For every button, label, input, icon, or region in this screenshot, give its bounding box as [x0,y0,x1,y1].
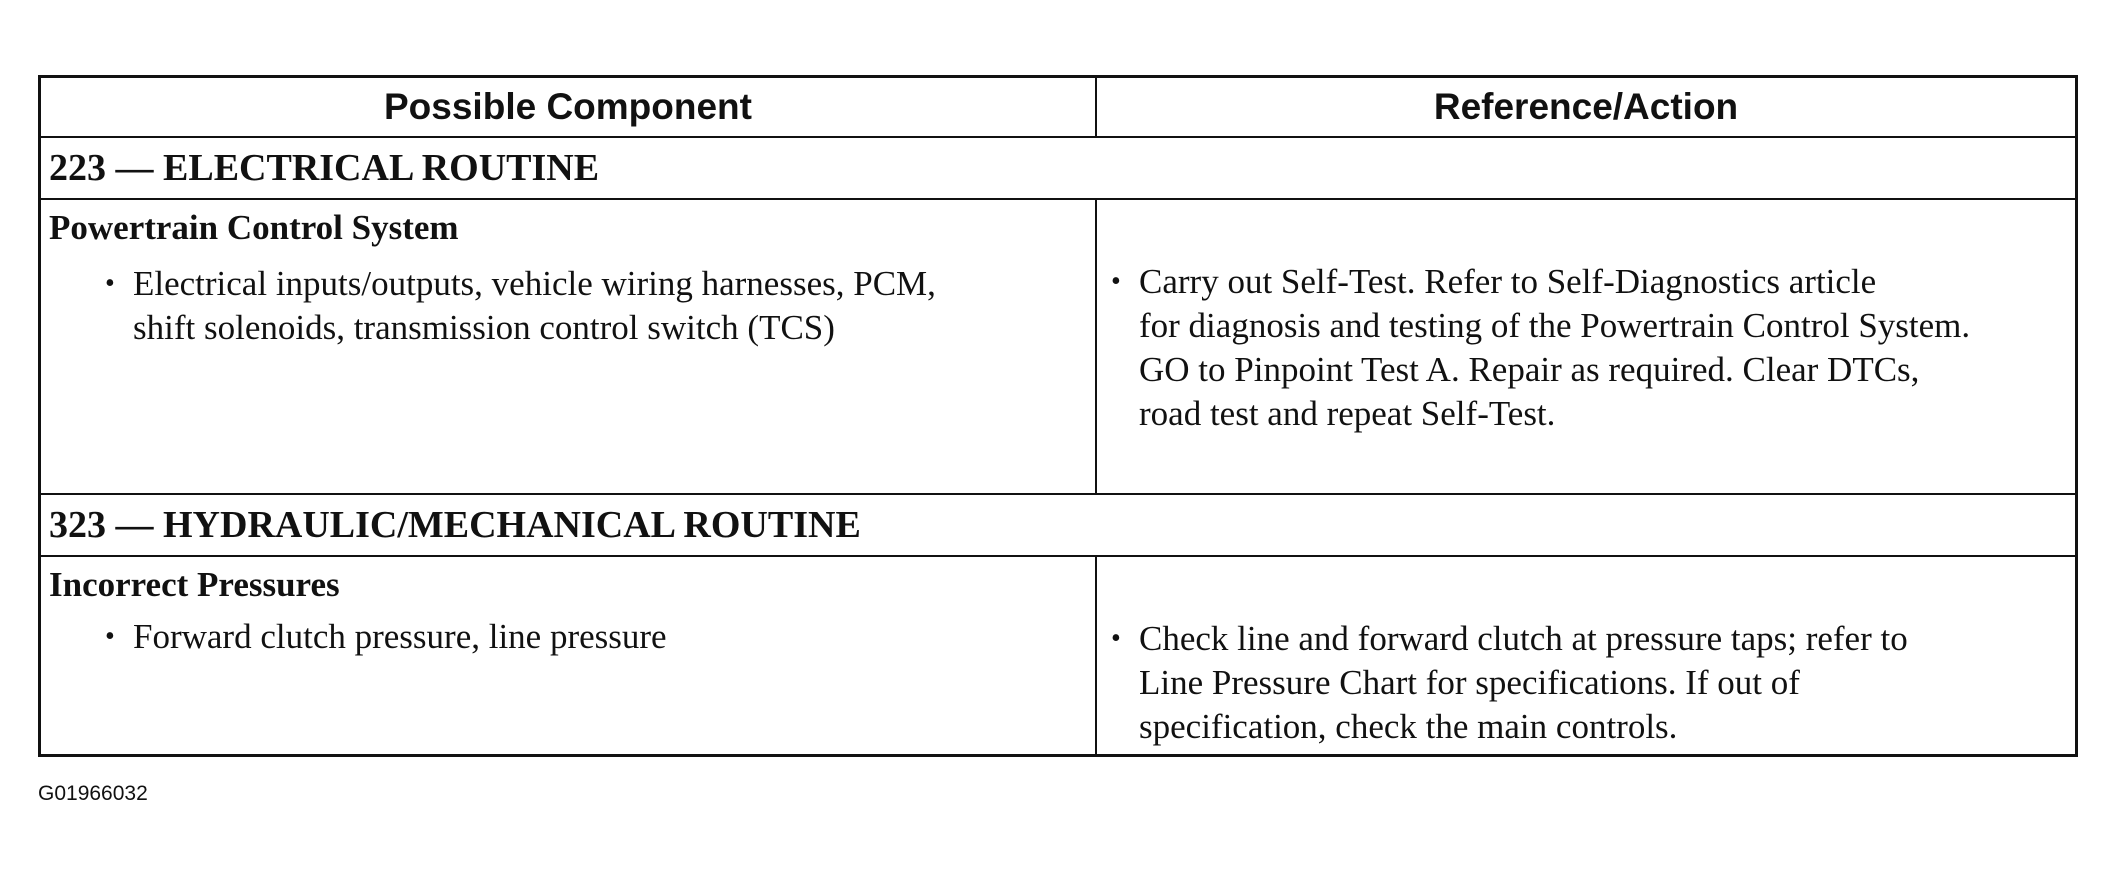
component-text: Forward clutch pressure, line pressure [105,615,1095,659]
table-header-row: Possible Component Reference/Action [41,78,2075,136]
header-possible-component: Possible Component [41,78,1097,136]
action-line: Line Pressure Chart for specifications. … [1139,663,1800,702]
action-cell: • Check line and forward clutch at press… [1097,557,2075,754]
component-item: • Forward clutch pressure, line pressure [105,615,1095,659]
action-cell: • Carry out Self-Test. Refer to Self-Dia… [1097,200,2075,493]
group-title: Incorrect Pressures [49,565,340,604]
component-item: • Electrical inputs/outputs, vehicle wir… [105,262,1095,350]
header-reference-action: Reference/Action [1433,86,1739,127]
action-line: specification, check the main controls. [1139,707,1678,746]
section-title-hydraulic: 323 — HYDRAULIC/MECHANICAL ROUTINE [41,493,2075,555]
bullet-icon: • [1111,623,1121,654]
action-line: Carry out Self-Test. Refer to Self-Diagn… [1139,262,1877,301]
figure-id: G01966032 [38,782,148,805]
bullet-icon: • [1111,266,1121,297]
section-title-electrical: 223 — ELECTRICAL ROUTINE [41,136,2075,198]
table-row: Incorrect Pressures • Forward clutch pre… [41,555,2075,754]
action-item: • Carry out Self-Test. Refer to Self-Dia… [1111,260,2073,436]
action-line: road test and repeat Self-Test. [1139,394,1556,433]
action-line: GO to Pinpoint Test A. Repair as require… [1139,350,1920,389]
action-text: Check line and forward clutch at pressur… [1111,617,2073,749]
action-line: Check line and forward clutch at pressur… [1139,619,1908,658]
component-cell: Incorrect Pressures • Forward clutch pre… [41,557,1097,754]
component-cell: Powertrain Control System • Electrical i… [41,200,1097,493]
action-line: for diagnosis and testing of the Powertr… [1139,306,1971,345]
action-text: Carry out Self-Test. Refer to Self-Diagn… [1111,260,2073,436]
bullet-icon: • [105,621,115,652]
table-row: Powertrain Control System • Electrical i… [41,198,2075,493]
bullet-icon: • [105,268,115,299]
component-text: Electrical inputs/outputs, vehicle wirin… [105,262,1095,350]
action-item: • Check line and forward clutch at press… [1111,617,2073,749]
component-line: Electrical inputs/outputs, vehicle wirin… [133,264,936,303]
diagnostic-table: Possible Component Reference/Action 223 … [38,75,2078,757]
component-line: shift solenoids, transmission control sw… [133,308,835,347]
group-title: Powertrain Control System [49,208,459,247]
component-line: Forward clutch pressure, line pressure [133,617,667,656]
